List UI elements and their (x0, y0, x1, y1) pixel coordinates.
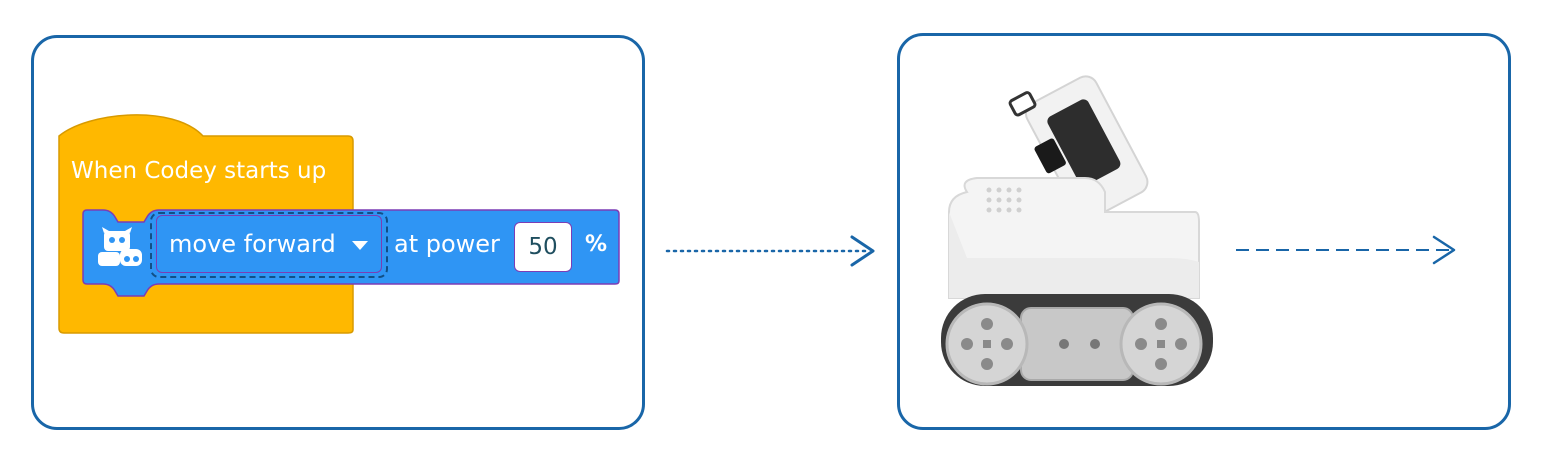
power-label: at power (394, 230, 500, 258)
caret-down-icon (352, 241, 368, 250)
codey-rocky-robot (941, 75, 1213, 386)
dropdown-highlight (150, 212, 388, 278)
arrow-right-icon (1236, 235, 1456, 265)
direction-dropdown[interactable] (156, 215, 382, 273)
event-block-label: When Codey starts up (71, 158, 327, 184)
power-input[interactable]: 50 (514, 222, 572, 272)
percent-unit: % (585, 232, 608, 257)
arrow-right-icon (665, 235, 875, 267)
direction-dropdown-value: move forward (169, 230, 336, 258)
codey-robot-icon (98, 227, 142, 266)
